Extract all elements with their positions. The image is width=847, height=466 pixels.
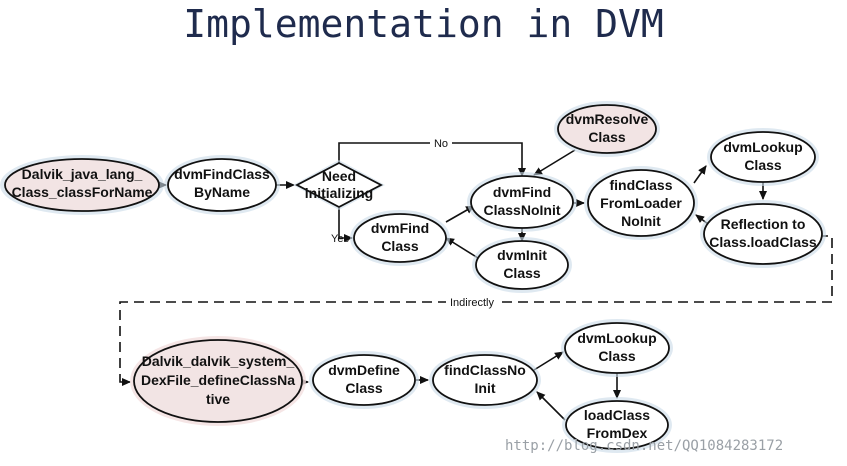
node-label-line: dvmInit	[497, 247, 547, 263]
node-label-line: dvmResolve	[566, 111, 649, 127]
node-label-line: dvmFind	[493, 184, 551, 200]
node-label-line: ByName	[194, 184, 250, 200]
edge-initclass-findclass	[445, 237, 479, 259]
node-label-line: initializing	[305, 185, 373, 201]
node-label-line: Dalvik_dalvik_system_	[142, 353, 295, 369]
node-label-line: dvmFind	[371, 220, 429, 236]
node-forname: Dalvik_java_lang_ Class_classForName	[0, 155, 164, 215]
edge-label-no: No	[434, 138, 448, 150]
node-findclass: dvmFind Class	[350, 210, 450, 266]
node-label-line: Class	[744, 157, 782, 173]
node-findnoinit: dvmFind ClassNoInit	[467, 172, 577, 232]
node-label-line: Class	[345, 380, 383, 396]
node-define: dvmDefine Class	[309, 351, 419, 409]
node-findnoinit2: findClassNo Init	[429, 351, 541, 409]
node-label-line: Class_classForName	[12, 184, 153, 200]
node-label-line: Class	[503, 265, 541, 281]
edge-label-indirectly: Indirectly	[450, 297, 495, 309]
edge-label-yes: Yes	[331, 233, 349, 245]
node-resolve: dvmResolve Class	[554, 101, 660, 157]
node-fromloader: findClass FromLoader NoInit	[584, 166, 698, 240]
edge-resolve-findnoinit	[533, 149, 576, 176]
node-fromdex: loadClass FromDex	[562, 397, 672, 453]
node-label-line: Class	[381, 238, 419, 254]
node-label-line: findClass	[609, 177, 672, 193]
node-label-line: Class	[598, 348, 636, 364]
node-label-line: dvmLookup	[577, 330, 656, 346]
node-label-line: loadClass	[584, 407, 650, 423]
node-label-line: tive	[206, 391, 230, 407]
node-label-line: DexFile_defineClassNa	[141, 372, 295, 388]
edge-fromdex-findnoinit2	[536, 391, 566, 421]
node-needinit: Need initializing	[293, 160, 385, 210]
node-label-line: dvmFindClass	[174, 166, 270, 182]
edge-fromloader-lookup1	[693, 165, 707, 184]
node-label-line: Dalvik_java_lang_	[22, 166, 143, 182]
watermark: http://blog.csdn.net/QQ1084283172	[505, 438, 783, 454]
node-initclass: dvmInit Class	[472, 237, 572, 293]
node-label-line: Class.loadClass	[709, 234, 817, 250]
node-definenative: Dalvik_dalvik_system_ DexFile_defineClas…	[130, 336, 306, 426]
node-label-line: dvmLookup	[723, 139, 802, 155]
node-label-line: Init	[475, 380, 496, 396]
node-label-line: ClassNoInit	[483, 202, 560, 218]
node-label-line: Reflection to	[721, 216, 806, 232]
node-lookup1: dvmLookup Class	[707, 128, 819, 186]
edge-needinit-yes	[338, 208, 353, 242]
node-label-line: NoInit	[621, 213, 661, 229]
node-lookup2: dvmLookup Class	[561, 319, 673, 377]
node-reflection: Reflection to Class.loadClass	[700, 200, 826, 268]
node-label-line: FromLoader	[600, 195, 682, 211]
edge-findnoinit2-lookup2	[533, 351, 564, 371]
node-findbyname: dvmFindClass ByName	[164, 155, 280, 215]
node-label-line: Class	[588, 129, 626, 145]
node-label-line: FromDex	[587, 425, 648, 441]
page-title: Implementation in DVM	[183, 2, 664, 46]
node-label-line: Need	[322, 168, 356, 184]
node-label-line: findClassNo	[444, 362, 526, 378]
node-label-line: dvmDefine	[328, 362, 400, 378]
